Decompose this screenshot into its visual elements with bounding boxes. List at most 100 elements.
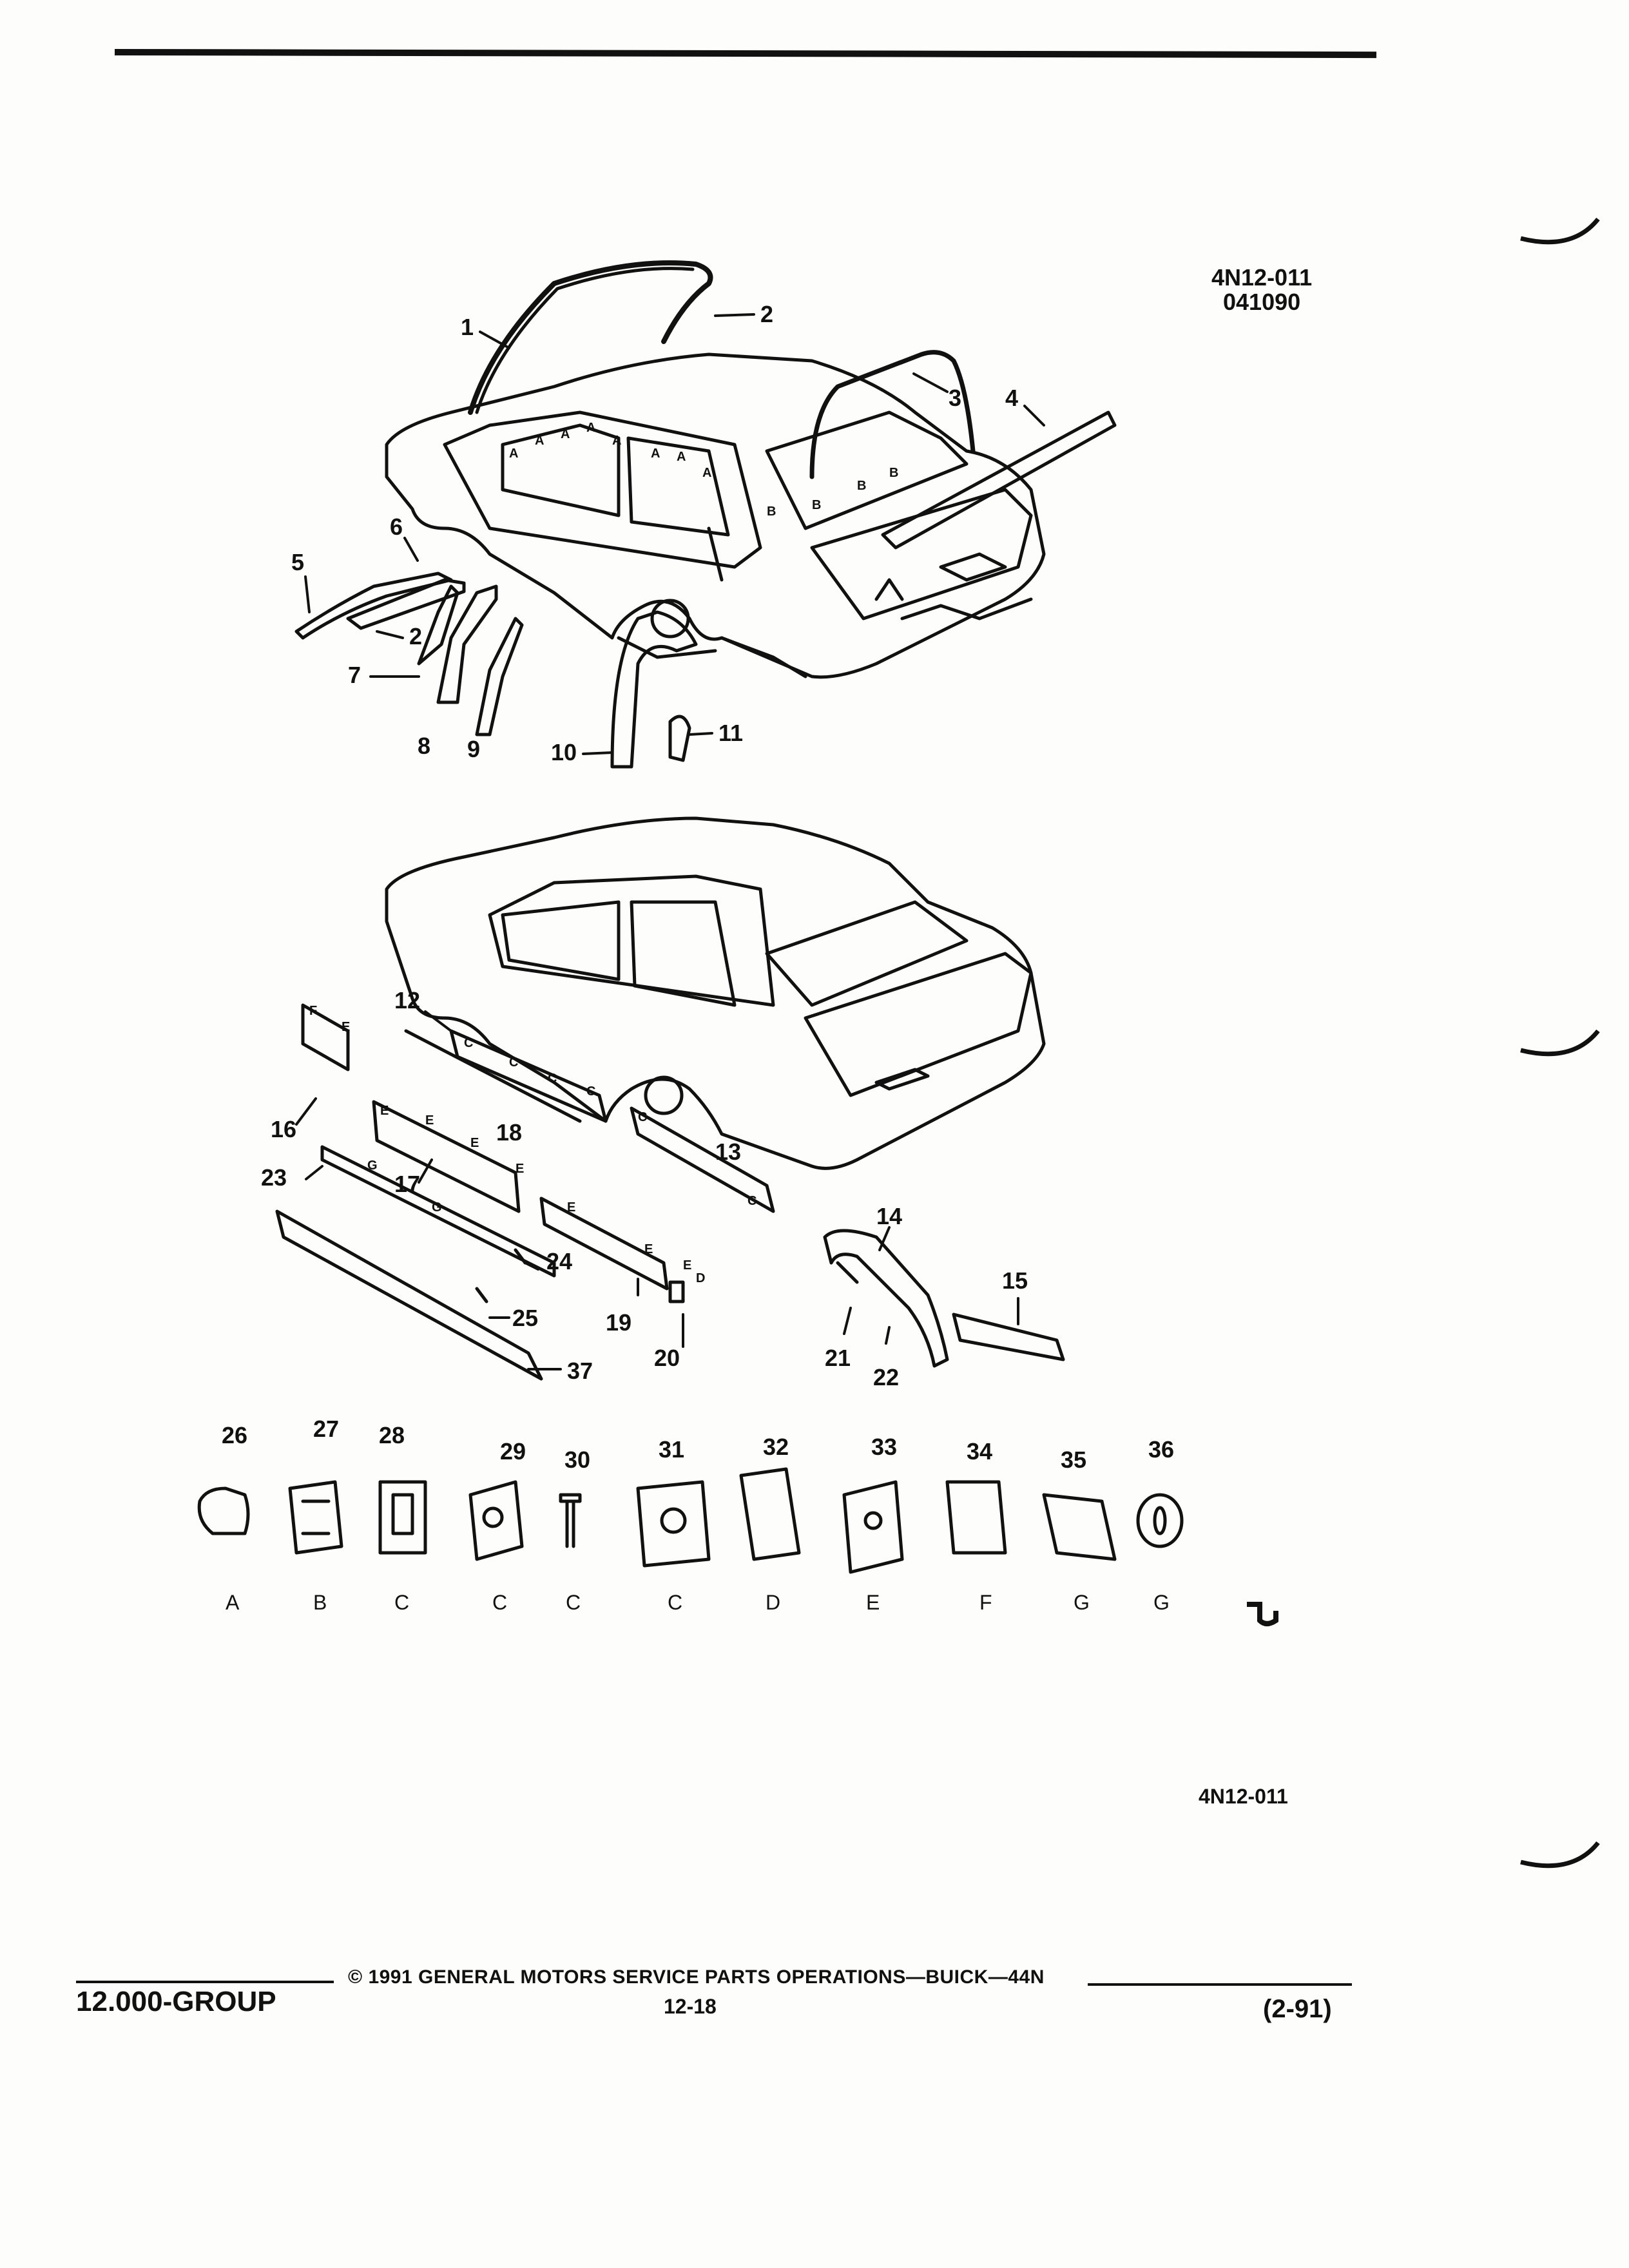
fastener-letter-30: C — [566, 1591, 581, 1614]
lower-side-moldings — [275, 1003, 1065, 1381]
ref-code: 4N12-011 — [1211, 264, 1313, 291]
upper-car-body — [385, 352, 1046, 679]
callout-20: 20 — [654, 1345, 680, 1371]
fastener-letter-31: C — [668, 1591, 682, 1614]
footer-rule-left — [76, 1981, 334, 1983]
svg-text:B: B — [857, 479, 866, 493]
svg-text:E: E — [567, 1200, 575, 1215]
svg-text:G: G — [432, 1200, 442, 1215]
footer-group: 12.000-GROUP — [76, 1986, 276, 2017]
footer-page-number: 12-18 — [664, 1995, 717, 2018]
callout-9: 9 — [467, 736, 480, 762]
fastener-letter-33: E — [866, 1591, 880, 1614]
fastener-letter-29: C — [492, 1591, 507, 1614]
callout-8: 8 — [418, 733, 430, 759]
leader-lines — [295, 313, 1045, 1370]
fastener-num-32: 32 — [763, 1434, 789, 1460]
bottom-ref-code: 4N12-011 — [1199, 1785, 1288, 1808]
fastener-labels: 26 A 27 B 28 C 29 C 30 C 31 C 32 D 33 E … — [222, 1416, 1174, 1614]
callout-7: 7 — [348, 662, 361, 688]
footer-copyright: © 1991 GENERAL MOTORS SERVICE PARTS OPER… — [348, 1966, 1045, 1988]
upper-car-moldings — [294, 260, 1117, 769]
fastener-letter-27: B — [313, 1591, 327, 1614]
callout-17: 17 — [394, 1171, 420, 1197]
ref-date: 041090 — [1223, 289, 1301, 315]
svg-text:A: A — [612, 434, 621, 448]
callout-22: 22 — [873, 1364, 899, 1390]
binder-marks — [1520, 217, 1600, 1869]
fastener-num-30: 30 — [564, 1446, 590, 1473]
callout-4: 4 — [1005, 385, 1018, 411]
svg-text:E: E — [683, 1258, 691, 1273]
fastener-num-33: 33 — [871, 1434, 897, 1460]
publisher-mark — [1247, 1602, 1278, 1626]
svg-text:C: C — [548, 1072, 557, 1086]
svg-text:C: C — [509, 1055, 518, 1070]
svg-text:E: E — [425, 1113, 434, 1128]
svg-text:E: E — [470, 1136, 479, 1150]
diagram-ref: 4N12-011 041090 — [1211, 265, 1312, 314]
svg-text:B: B — [889, 466, 898, 480]
callout-23: 23 — [261, 1164, 287, 1191]
svg-text:A: A — [702, 466, 711, 480]
callout-numbers: 1 2 3 4 5 6 2 7 8 9 10 11 12 16 18 13 23… — [261, 301, 1028, 1390]
svg-text:A: A — [509, 447, 518, 461]
svg-text:F: F — [309, 1004, 317, 1018]
fastener-num-34: 34 — [967, 1438, 992, 1465]
lower-car-body — [385, 816, 1046, 1170]
callout-25: 25 — [512, 1305, 538, 1331]
svg-text:C: C — [464, 1036, 473, 1050]
callout-19: 19 — [606, 1309, 631, 1336]
fastener-num-29: 29 — [500, 1438, 526, 1465]
fastener-num-36: 36 — [1148, 1436, 1174, 1463]
fastener-letter-34: F — [979, 1591, 992, 1614]
fastener-num-31: 31 — [659, 1436, 684, 1463]
svg-text:G: G — [367, 1158, 378, 1173]
svg-text:D: D — [696, 1271, 705, 1285]
svg-text:C: C — [747, 1194, 757, 1208]
fastener-num-28: 28 — [379, 1422, 405, 1448]
callout-16: 16 — [271, 1116, 296, 1142]
callout-18: 18 — [496, 1119, 522, 1146]
svg-text:A: A — [535, 434, 544, 448]
svg-text:A: A — [677, 450, 686, 464]
fastener-letter-35: G — [1074, 1591, 1090, 1614]
svg-text:E: E — [644, 1242, 653, 1256]
fastener-num-35: 35 — [1061, 1446, 1086, 1473]
callout-37: 37 — [567, 1358, 593, 1384]
callout-21: 21 — [825, 1345, 851, 1371]
fastener-letter-36: G — [1153, 1591, 1170, 1614]
svg-text:A: A — [561, 427, 570, 441]
fastener-letter-26: A — [226, 1591, 240, 1614]
panel-letters: A A A A A A A A B B B B C C C C F E E E … — [309, 421, 898, 1285]
svg-text:E: E — [342, 1020, 350, 1034]
callout-5: 5 — [291, 549, 304, 575]
fastener-letter-28: C — [394, 1591, 409, 1614]
svg-text:E: E — [380, 1104, 389, 1118]
callout-13: 13 — [715, 1139, 741, 1165]
fastener-num-26: 26 — [222, 1422, 247, 1448]
callout-24: 24 — [546, 1248, 572, 1274]
callout-12: 12 — [394, 987, 420, 1014]
svg-text:E: E — [516, 1162, 524, 1176]
svg-text:A: A — [651, 447, 660, 461]
callout-14: 14 — [876, 1203, 902, 1229]
fastener-num-27: 27 — [313, 1416, 339, 1442]
footer-rule-right — [1088, 1983, 1352, 1986]
svg-text:B: B — [767, 505, 776, 519]
callout-1: 1 — [461, 314, 474, 340]
callout-15: 15 — [1002, 1267, 1028, 1294]
svg-text:B: B — [812, 498, 821, 512]
callout-3: 3 — [949, 385, 961, 411]
svg-text:C: C — [638, 1110, 647, 1124]
svg-text:C: C — [586, 1084, 595, 1099]
svg-text:A: A — [586, 421, 595, 435]
fastener-row — [197, 1467, 1184, 1574]
callout-10: 10 — [551, 739, 577, 765]
callout-2b: 2 — [409, 623, 422, 649]
callout-6: 6 — [390, 514, 403, 540]
callout-2a: 2 — [760, 301, 773, 327]
callout-11: 11 — [718, 720, 743, 746]
fastener-letter-32: D — [766, 1591, 780, 1614]
